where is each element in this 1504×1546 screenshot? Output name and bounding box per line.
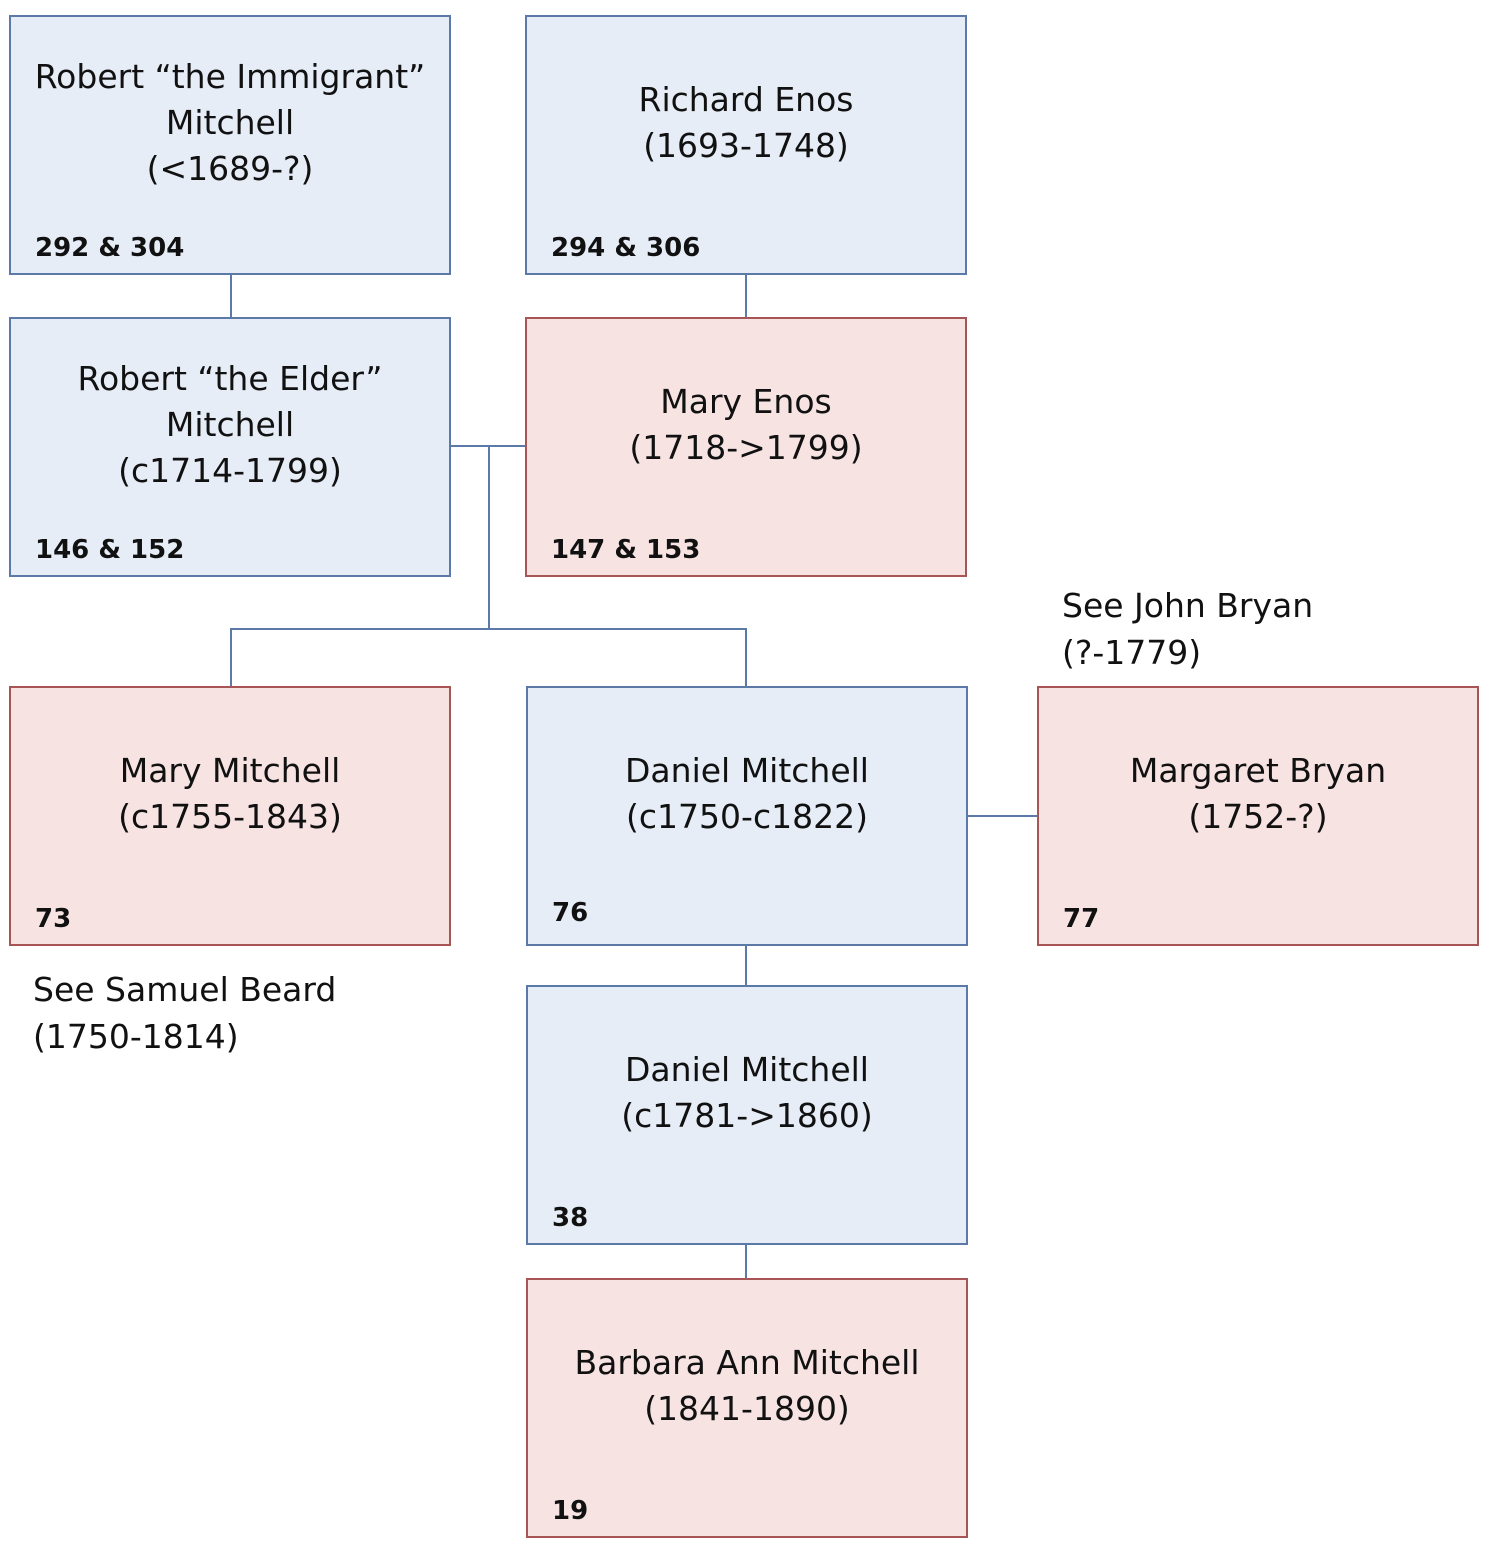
person-name-line: Richard Enos: [638, 80, 854, 119]
connector-to-daniel-1750: [745, 629, 747, 687]
person-info: Barbara Ann Mitchell (1841-1890): [528, 1296, 966, 1476]
person-robert-the-elder-mitchell: Robert “the Elder” Mitchell (c1714-1799)…: [9, 317, 451, 577]
person-mary-mitchell: Mary Mitchell (c1755-1843) 73: [9, 686, 451, 946]
person-barbara-ann-mitchell: Barbara Ann Mitchell (1841-1890) 19: [526, 1278, 968, 1538]
ahnentafel-number: 77: [1063, 904, 1100, 934]
person-dates: (1752-?): [1188, 797, 1328, 836]
ahnentafel-number: 294 & 306: [551, 233, 701, 263]
person-margaret-bryan: Margaret Bryan (1752-?) 77: [1037, 686, 1479, 946]
person-info: Daniel Mitchell (c1781->1860): [528, 1003, 966, 1183]
person-info: Margaret Bryan (1752-?): [1039, 704, 1477, 884]
person-name-line: Mitchell: [165, 103, 295, 142]
connector-marriage-daniel-margaret: [966, 815, 1038, 817]
ahnentafel-number: 146 & 152: [35, 535, 185, 565]
person-dates: (c1750-c1822): [626, 797, 868, 836]
person-richard-enos: Richard Enos (1693-1748) 294 & 306: [525, 15, 967, 275]
ahnentafel-number: 38: [552, 1203, 589, 1233]
person-name-line: Margaret Bryan: [1129, 751, 1387, 790]
note-line: See Samuel Beard: [33, 970, 337, 1009]
ahnentafel-number: 73: [35, 904, 72, 934]
person-robert-the-immigrant-mitchell: Robert “the Immigrant” Mitchell (<1689-?…: [9, 15, 451, 275]
connector-immigrant-to-elder: [230, 274, 232, 318]
note-line: See John Bryan: [1062, 586, 1314, 625]
person-info: Mary Enos (1718->1799): [527, 335, 965, 515]
connector-richard-to-mary-enos: [745, 274, 747, 318]
person-dates: (<1689-?): [146, 149, 314, 188]
person-info: Mary Mitchell (c1755-1843): [11, 704, 449, 884]
person-dates: (c1714-1799): [118, 451, 342, 490]
person-name-line: Daniel Mitchell: [625, 751, 869, 790]
person-dates: (c1755-1843): [118, 797, 342, 836]
person-info: Richard Enos (1693-1748): [527, 33, 965, 213]
person-name-line: Mitchell: [165, 405, 295, 444]
person-daniel-mitchell-c1781: Daniel Mitchell (c1781->1860) 38: [526, 985, 968, 1245]
person-name-line: Mary Mitchell: [119, 751, 341, 790]
note-see-samuel-beard: See Samuel Beard (1750-1814): [33, 966, 336, 1060]
person-info: Robert “the Immigrant” Mitchell (<1689-?…: [11, 33, 449, 213]
note-see-john-bryan: See John Bryan (?-1779): [1062, 582, 1313, 676]
ahnentafel-number: 147 & 153: [551, 535, 701, 565]
connector-children-bar: [230, 628, 747, 630]
connector-daniel-1750-to-daniel-1781: [745, 945, 747, 987]
person-name-line: Daniel Mitchell: [625, 1050, 869, 1089]
person-dates: (1841-1890): [644, 1389, 850, 1428]
person-info: Daniel Mitchell (c1750-c1822): [528, 704, 966, 884]
connector-children-stem: [488, 446, 490, 629]
person-dates: (1718->1799): [629, 428, 863, 467]
note-line: (1750-1814): [33, 1017, 239, 1056]
ahnentafel-number: 76: [552, 898, 589, 928]
connector-to-mary-mitchell: [230, 629, 232, 687]
person-info: Robert “the Elder” Mitchell (c1714-1799): [11, 335, 449, 515]
connector-daniel-1781-to-barbara: [745, 1245, 747, 1279]
note-line: (?-1779): [1062, 633, 1202, 672]
person-name-line: Robert “the Immigrant”: [34, 57, 426, 96]
person-dates: (1693-1748): [643, 126, 849, 165]
person-name-line: Barbara Ann Mitchell: [574, 1343, 920, 1382]
person-mary-enos: Mary Enos (1718->1799) 147 & 153: [525, 317, 967, 577]
person-dates: (c1781->1860): [621, 1096, 873, 1135]
person-daniel-mitchell-c1750: Daniel Mitchell (c1750-c1822) 76: [526, 686, 968, 946]
ahnentafel-number: 292 & 304: [35, 233, 185, 263]
person-name-line: Mary Enos: [660, 382, 832, 421]
person-name-line: Robert “the Elder”: [77, 359, 383, 398]
ahnentafel-number: 19: [552, 1496, 589, 1526]
